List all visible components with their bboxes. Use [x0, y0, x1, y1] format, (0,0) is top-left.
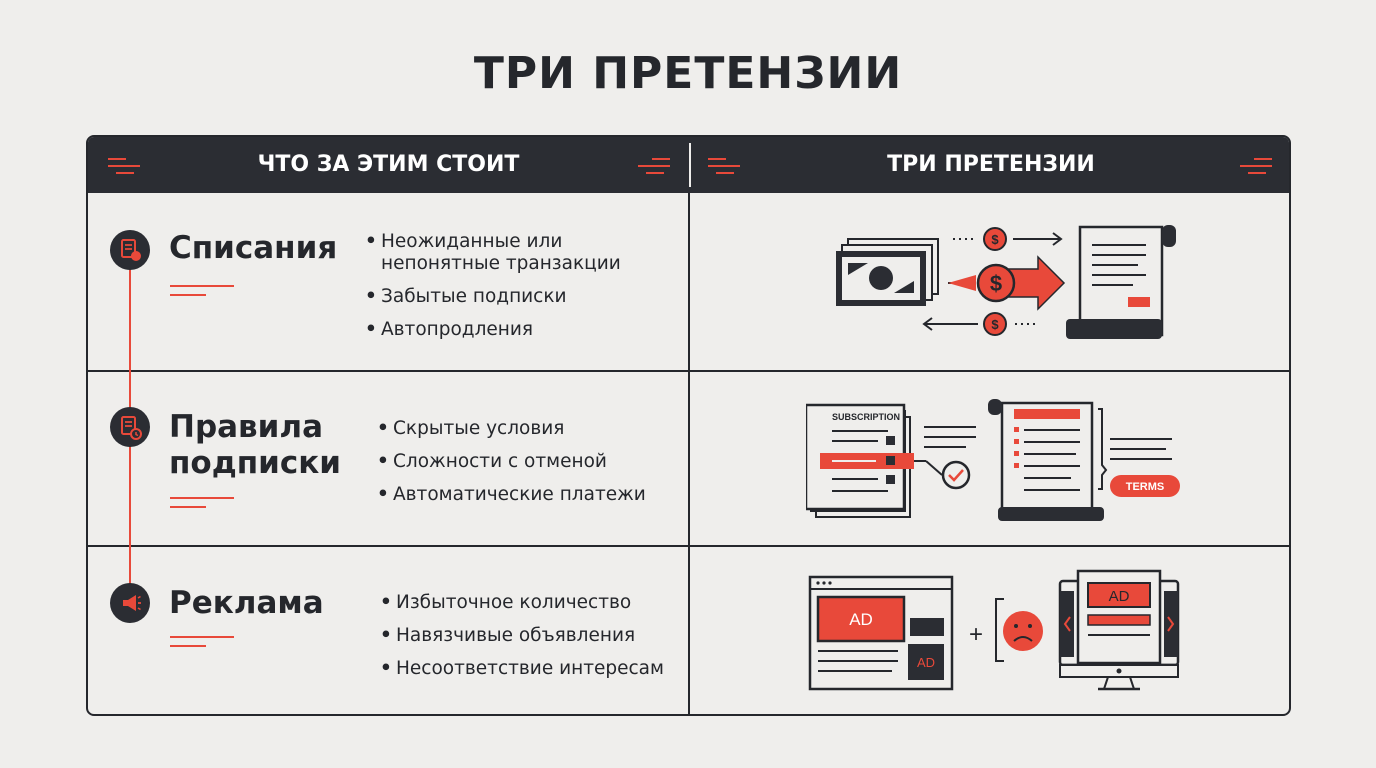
row-name-charges: Списания — [169, 230, 338, 266]
list-item: Несоответствие интересам — [380, 658, 664, 680]
header-divider — [689, 143, 691, 187]
sad-face-icon — [1003, 611, 1043, 651]
list-item: Навязчивые объявления — [380, 625, 664, 647]
bullet-list-ads: Избыточное количество Навязчивые объявле… — [380, 592, 664, 691]
header-decoration-icon — [1240, 158, 1274, 179]
column-divider — [688, 193, 690, 714]
coin-icon — [976, 263, 1016, 303]
money-transfer-illustration: $ $ $ — [836, 225, 1176, 339]
header-left: ЧТО ЗА ЭТИМ СТОИТ — [257, 152, 520, 177]
bullet-list-subscription-rules: Скрытые условия Сложности с отменой Авто… — [377, 418, 646, 517]
list-item: Забытые подписки — [365, 286, 621, 308]
row-name-ads: Реклама — [169, 585, 324, 621]
comparison-table: ЧТО ЗА ЭТИМ СТОИТ ТРИ ПРЕТЕНЗИИ Списания… — [86, 135, 1291, 716]
table-header: ЧТО ЗА ЭТИМ СТОИТ ТРИ ПРЕТЕНЗИИ — [88, 137, 1289, 193]
coin-icon — [983, 312, 1007, 336]
megaphone-icon — [110, 583, 150, 623]
ads-illustration: AD AD + AD — [808, 569, 1180, 691]
svg-text:$: $ — [990, 271, 1002, 296]
title-underline — [170, 636, 234, 647]
svg-text:AD: AD — [917, 655, 935, 670]
header-decoration-icon — [708, 158, 742, 179]
page-title: ТРИ ПРЕТЕНЗИИ — [473, 48, 903, 99]
list-item: Автопродления — [365, 319, 621, 341]
list-item: Автоматические платежи — [377, 484, 646, 506]
document-clock-icon — [110, 407, 150, 447]
coin-icon — [983, 227, 1007, 251]
svg-text:$: $ — [991, 232, 999, 247]
list-item: Избыточное количество — [380, 592, 664, 614]
header-decoration-icon — [638, 158, 672, 179]
header-decoration-icon — [108, 158, 142, 179]
list-item: Скрытые условия — [377, 418, 646, 440]
svg-text:+: + — [969, 621, 983, 648]
list-item: Неожиданные или непонятные транзакции — [365, 231, 621, 275]
row-name-subscription-rules: Правила подписки — [169, 409, 342, 481]
row-divider — [88, 370, 1289, 372]
title-underline — [170, 497, 234, 508]
receipt-coin-icon — [110, 230, 150, 270]
row-divider — [88, 545, 1289, 547]
svg-text:AD: AD — [849, 610, 873, 629]
bullet-list-charges: Неожиданные или непонятные транзакции За… — [365, 231, 621, 352]
svg-text:AD: AD — [1109, 588, 1130, 605]
header-right: ТРИ ПРЕТЕНЗИИ — [887, 152, 1095, 177]
svg-text:$: $ — [991, 317, 999, 332]
svg-text:SUBSCRIPTION: SUBSCRIPTION — [832, 412, 900, 422]
title-underline — [170, 285, 234, 296]
svg-text:TERMS: TERMS — [1126, 481, 1165, 493]
subscription-terms-illustration: SUBSCRIPTION TERMS — [806, 399, 1180, 521]
list-item: Сложности с отменой — [377, 451, 646, 473]
